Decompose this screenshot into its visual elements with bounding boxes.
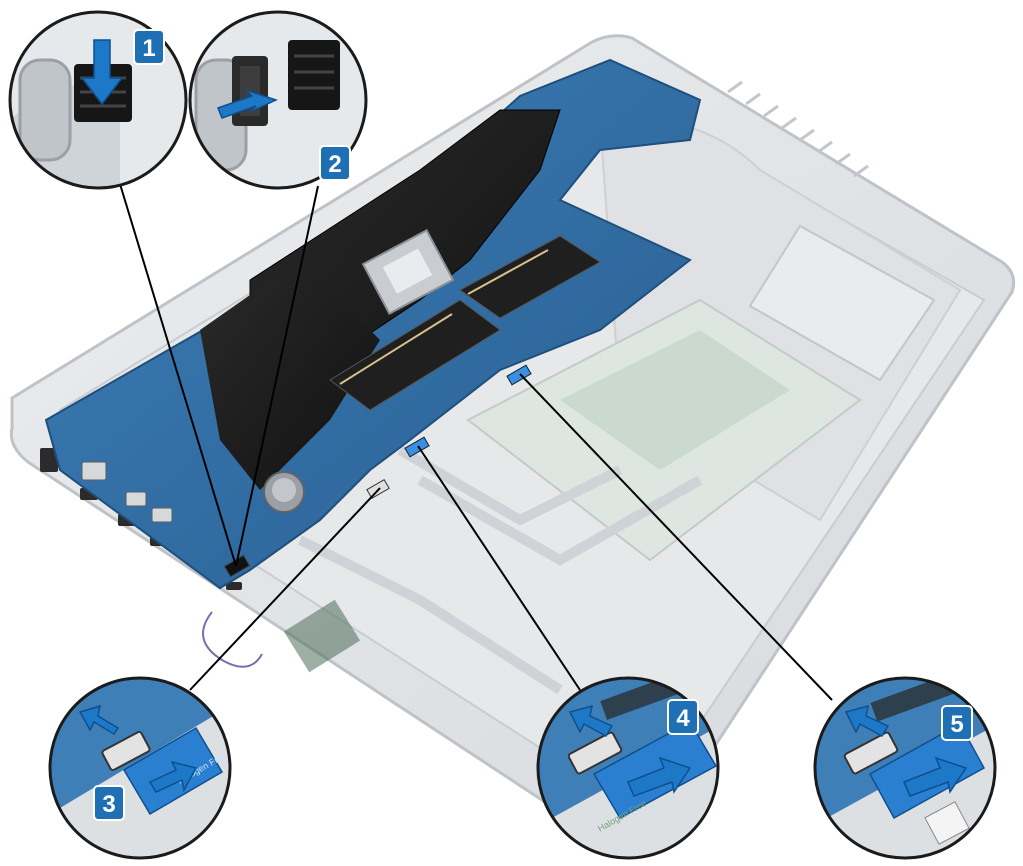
detail-callout-step3: Halogen Free 3 [48,676,232,860]
connector-step4-target [404,436,430,458]
callout-line-step1 [119,183,237,567]
step-badge-1: 1 [133,29,165,65]
callout-line-step3 [189,487,381,691]
connector-step5-target [506,364,532,386]
press-arrow-icon [80,39,124,106]
pull-arrow-icon [627,756,692,797]
connector-latch-detail3 [101,731,151,771]
laptop-base-chassis [9,34,1016,855]
lift-arrow-icon [568,704,614,738]
detail-callout-step5: MB 5 [813,676,997,860]
motherboard-shield-lower [200,260,380,490]
flat-cable-detail5 [868,722,986,820]
svg-text:5: 5 [950,711,963,738]
callout-line-step2 [235,185,319,567]
svg-text:3: 3 [102,791,115,818]
pull-arrow-icon [903,756,968,797]
pull-arrow-icon [148,760,198,793]
processor-core [382,248,433,294]
detail-callout-step4: MB Halogen Free 4 [536,676,720,860]
motherboard [44,58,702,590]
callout-line-step4 [417,445,581,691]
memory-slots [329,235,601,411]
svg-text:4: 4 [676,705,690,732]
step-badge-5: 5 [941,705,973,741]
board-io-ports [81,461,173,523]
slide-arrow-icon [217,89,279,119]
detail-callout-step1: 1 [8,10,188,190]
fingerprint-reader-board [283,599,361,673]
step-badge-2: 2 [319,145,351,181]
connector-latch-detail5 [843,731,899,775]
lift-arrow-icon [78,704,120,736]
power-plug-detail2 [288,40,340,110]
step-badge-3: 3 [93,785,125,821]
step-badge-4: 4 [667,699,699,735]
svg-text:1: 1 [142,35,155,62]
svg-text:2: 2 [328,151,341,178]
qr-code-label [924,801,970,845]
palmrest-flat-cables [297,445,703,695]
connector-latch-detail4 [567,731,623,775]
speaker-wire [202,611,263,668]
flat-cable-detail4 [592,720,718,820]
smart-card-reader [748,224,936,382]
callout-line-step5 [519,373,833,701]
touchpad-board [560,330,790,470]
detail-callout-step2: 2 [188,10,368,190]
sd-slot-frame [18,58,72,162]
coin-cell-top [272,478,296,502]
lift-arrow-icon [844,704,890,738]
callout-lines [119,183,833,701]
vent-grille [727,80,869,178]
